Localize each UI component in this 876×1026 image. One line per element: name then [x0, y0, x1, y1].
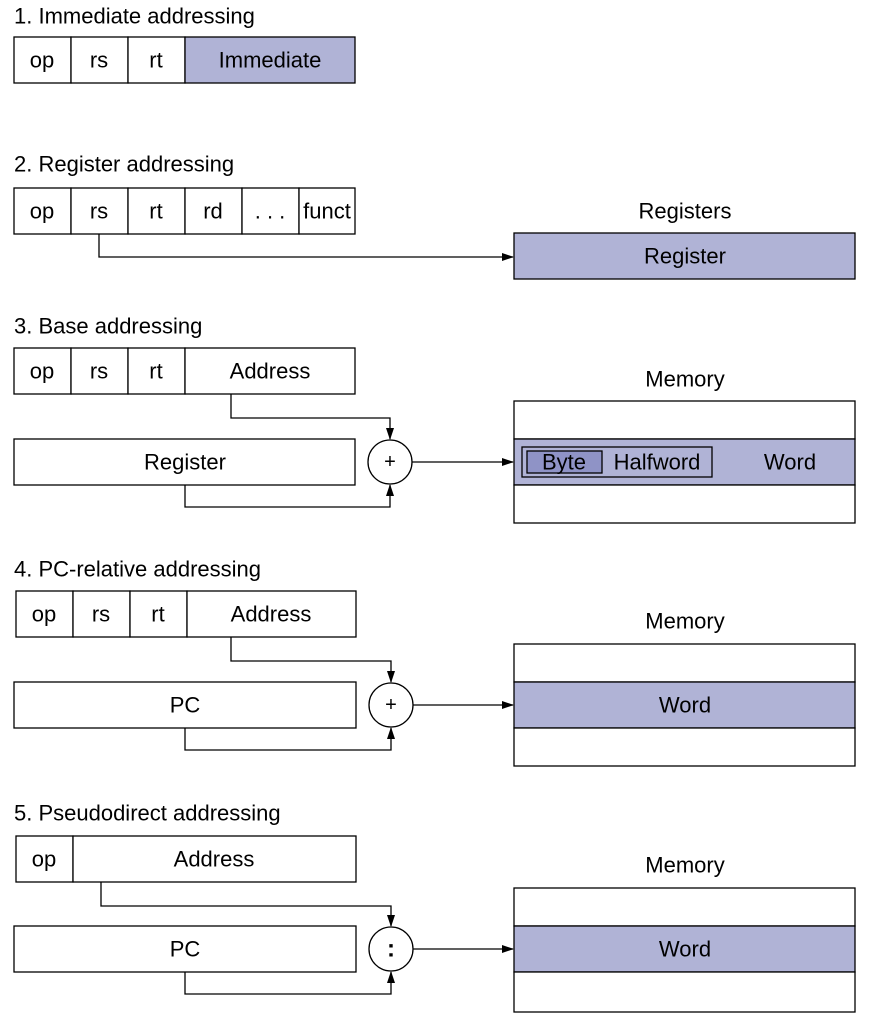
field-address	[72, 835, 357, 883]
field-rt	[127, 36, 186, 84]
adder-symbol: +	[384, 451, 396, 473]
field-rs	[70, 347, 129, 395]
pc-box	[13, 681, 357, 729]
field-address-label: Address	[230, 359, 311, 384]
word-label: Word	[659, 693, 711, 718]
address-to-concat-arrow	[100, 882, 395, 927]
field-ellipsis	[241, 187, 300, 235]
register-box	[513, 232, 856, 280]
field-op	[15, 835, 74, 883]
memory-row-word	[513, 925, 856, 973]
concat-symbol: :	[387, 936, 395, 963]
field-op-label: op	[30, 48, 54, 73]
pc-label: PC	[170, 693, 201, 718]
pc-label: PC	[170, 937, 201, 962]
base-section: 3. Base addressing op rs rt Address Regi…	[13, 314, 856, 524]
field-op-label: op	[32, 847, 56, 872]
field-address-label: Address	[174, 847, 255, 872]
pseudodirect-title: 5. Pseudodirect addressing	[14, 801, 281, 826]
byte-label: Byte	[542, 450, 586, 475]
base-register-box	[13, 438, 356, 486]
memory-row-bottom	[513, 971, 856, 1013]
address-to-adder-arrow	[230, 394, 394, 440]
register-title: 2. Register addressing	[14, 152, 234, 177]
field-address	[186, 590, 357, 638]
field-rs-label: rs	[90, 199, 108, 224]
field-rd-label: rd	[203, 199, 223, 224]
memory-row-top	[513, 400, 856, 440]
field-rs-label: rs	[92, 602, 110, 627]
pc-relative-section: 4. PC-relative addressing op rs rt Addre…	[13, 557, 856, 767]
field-ellipsis-label: . . .	[255, 199, 286, 224]
memory-row-top	[513, 887, 856, 927]
field-rt	[127, 187, 186, 235]
pc-to-adder-arrow	[184, 727, 395, 751]
field-rt	[129, 590, 188, 638]
field-rs-label: rs	[90, 48, 108, 73]
memory-row-bottom	[513, 484, 856, 524]
field-op-label: op	[30, 199, 54, 224]
registers-title: Registers	[639, 199, 732, 224]
field-op	[13, 36, 72, 84]
field-rt-label: rt	[149, 359, 162, 384]
register-to-adder-arrow	[184, 484, 394, 508]
register-box-label: Register	[644, 244, 726, 269]
field-rs	[70, 187, 129, 235]
field-op	[13, 347, 72, 395]
field-op	[15, 590, 74, 638]
pseudodirect-section: 5. Pseudodirect addressing op Address PC…	[13, 801, 856, 1013]
immediate-title: 1. Immediate addressing	[14, 4, 255, 29]
field-funct-label: funct	[303, 199, 351, 224]
rs-to-register-arrow	[98, 234, 514, 261]
memory-title: Memory	[645, 853, 724, 878]
field-op-label: op	[32, 602, 56, 627]
field-rt-label: rt	[151, 602, 164, 627]
field-rt-label: rt	[149, 48, 162, 73]
field-address	[184, 347, 356, 395]
memory-row-bottom	[513, 727, 856, 767]
field-rs-label: rs	[90, 359, 108, 384]
memory-row-top	[513, 643, 856, 683]
byte-box	[526, 450, 603, 474]
base-title: 3. Base addressing	[14, 314, 202, 339]
field-immediate	[184, 36, 356, 84]
word-label: Word	[764, 450, 816, 475]
field-rt	[127, 347, 186, 395]
field-rs	[70, 36, 129, 84]
field-rd	[184, 187, 243, 235]
adder-symbol: +	[385, 694, 397, 716]
field-funct	[298, 187, 356, 235]
memory-title: Memory	[645, 367, 724, 392]
memory-title: Memory	[645, 609, 724, 634]
address-to-adder-arrow	[230, 637, 395, 683]
register-section: 2. Register addressing op rs rt rd . . .…	[13, 152, 856, 280]
field-rt-label: rt	[149, 199, 162, 224]
field-op-label: op	[30, 359, 54, 384]
pc-relative-title: 4. PC-relative addressing	[14, 557, 261, 582]
field-op	[13, 187, 72, 235]
field-rs	[72, 590, 131, 638]
word-label: Word	[659, 937, 711, 962]
field-address-label: Address	[231, 602, 312, 627]
base-register-label: Register	[144, 450, 226, 475]
pc-to-concat-arrow	[184, 971, 395, 995]
halfword-box	[521, 446, 713, 478]
halfword-label: Halfword	[614, 450, 701, 475]
immediate-section: 1. Immediate addressing op rs rt Immedia…	[13, 4, 356, 84]
field-immediate-label: Immediate	[219, 48, 322, 73]
pc-box	[13, 925, 357, 973]
